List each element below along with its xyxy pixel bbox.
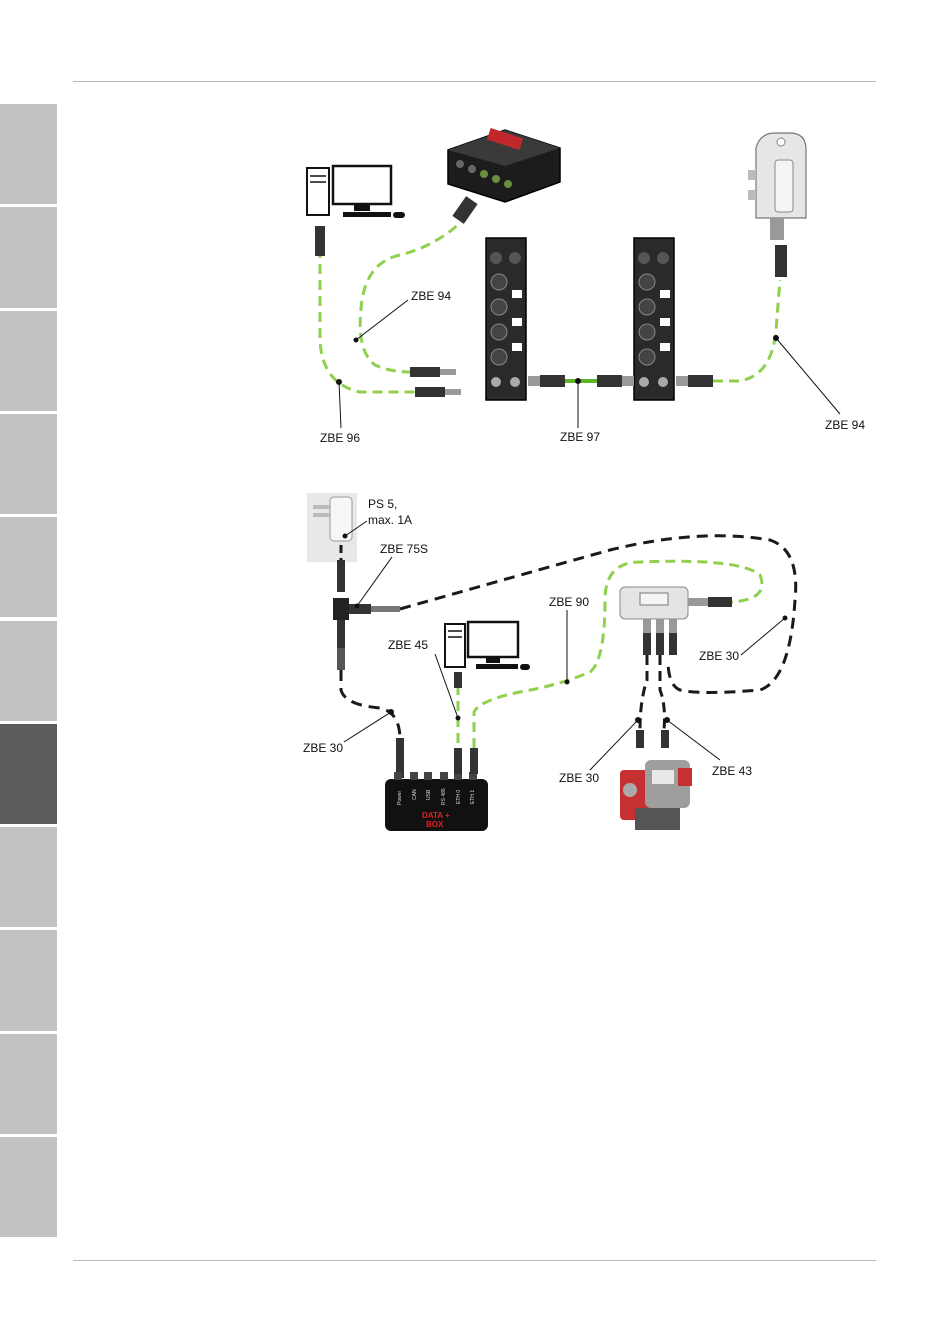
sensor-housing-icon xyxy=(748,133,806,240)
label-ps5-line1: PS 5, xyxy=(368,497,397,511)
leader-lines-1 xyxy=(337,300,841,428)
label-zbe90: ZBE 90 xyxy=(549,595,589,609)
label-zbe43: ZBE 43 xyxy=(712,764,752,778)
cable-zbe30-bottom xyxy=(640,655,647,730)
port-eth1: ETH 1 xyxy=(470,790,476,804)
port-eth0: ETH 0 xyxy=(456,790,462,804)
port-rs485: RS 485 xyxy=(441,788,447,805)
label-zbe94-b: ZBE 94 xyxy=(825,418,865,432)
cable-zbe43 xyxy=(660,655,665,730)
data-box-icon: Power CAN USB RS 485 ETH 0 ETH 1 DATA + … xyxy=(385,772,488,831)
cable-zbe94-b xyxy=(676,245,787,387)
burner-unit-icon xyxy=(620,760,692,830)
diagram-2: Power CAN USB RS 485 ETH 0 ETH 1 DATA + … xyxy=(303,493,796,831)
io-module-left xyxy=(486,238,526,400)
label-zbe30-bottom: ZBE 30 xyxy=(559,771,599,785)
port-power: Power xyxy=(397,790,403,805)
label-zbe94-a: ZBE 94 xyxy=(411,289,451,303)
io-module-right xyxy=(634,238,674,400)
label-zbe75s: ZBE 75S xyxy=(380,542,428,556)
port-can: CAN xyxy=(412,789,418,800)
cable-zbe94-a xyxy=(360,196,477,377)
label-zbe30-right: ZBE 30 xyxy=(699,649,739,663)
diagram-1: ZBE 94 ZBE 96 ZBE 97 ZBE 94 xyxy=(307,128,865,445)
port-usb: USB xyxy=(426,789,432,800)
label-zbe45: ZBE 45 xyxy=(388,638,428,652)
label-zbe97: ZBE 97 xyxy=(560,430,600,444)
box-name-line1: DATA + xyxy=(422,811,450,820)
cable-zbe30-loop xyxy=(400,536,796,693)
sensor-box-icon xyxy=(620,587,732,655)
box-name-line2: BOX xyxy=(426,820,444,829)
power-supply-icon xyxy=(307,493,357,562)
measuring-device-icon xyxy=(448,128,560,202)
desktop-pc-icon-2 xyxy=(445,622,530,670)
label-ps5-line2: max. 1A xyxy=(368,513,412,527)
label-zbe30-left: ZBE 30 xyxy=(303,741,343,755)
desktop-pc-icon xyxy=(307,166,405,218)
cable-zbe30-left xyxy=(341,670,400,740)
label-zbe96: ZBE 96 xyxy=(320,431,360,445)
